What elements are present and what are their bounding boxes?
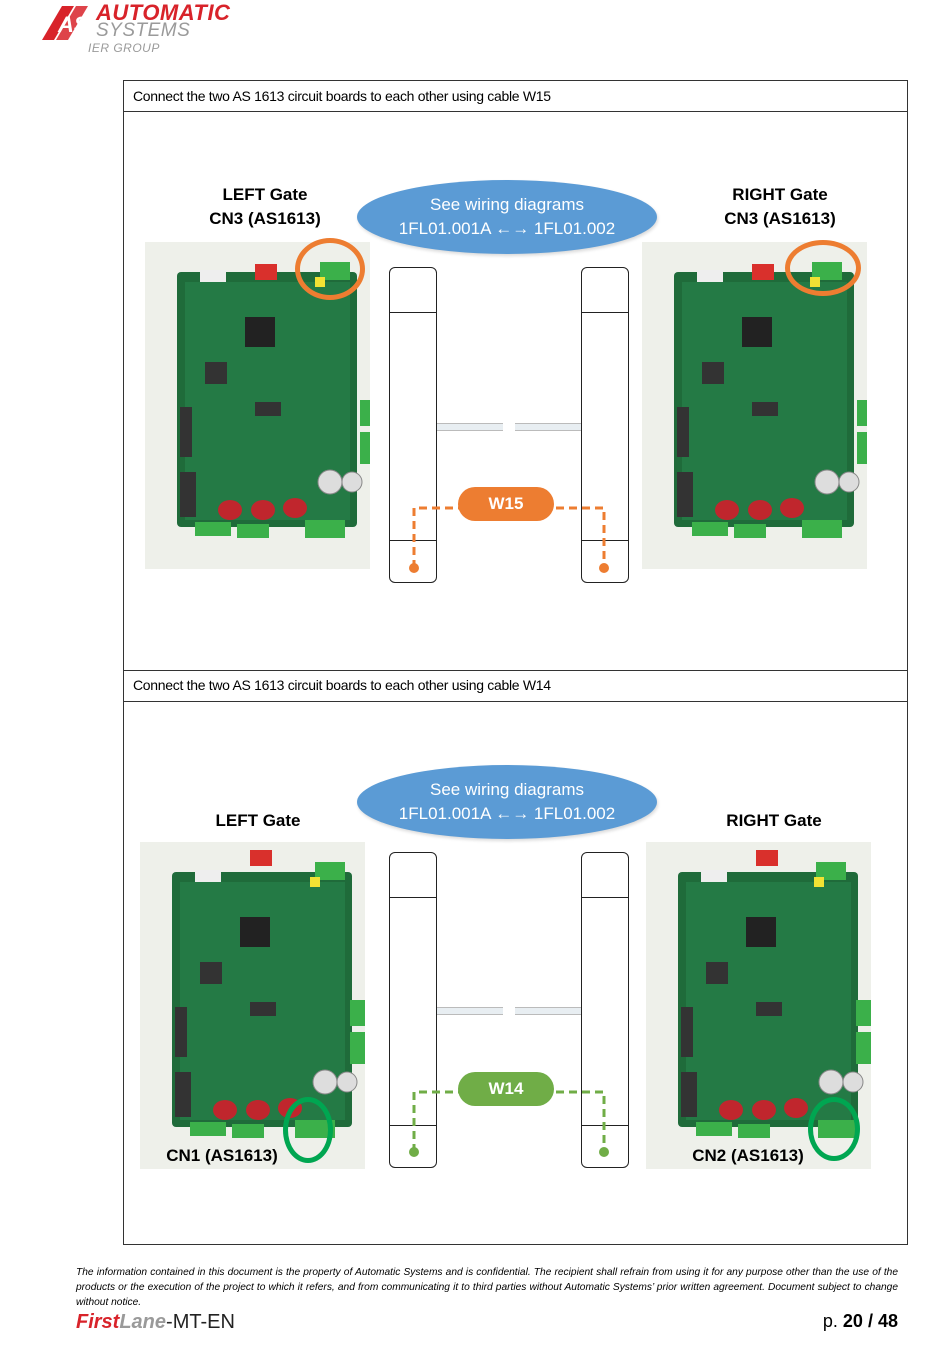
logo-systems-text: SYSTEMS	[96, 20, 191, 41]
s1-wiring-diagram-bubble: See wiring diagrams 1FL01.001A ←→ 1FL01.…	[357, 180, 657, 254]
s2-right-cn2-highlight-circle	[808, 1097, 860, 1161]
bubble-line2: 1FL01.001A ←→ 1FL01.002	[398, 804, 616, 823]
bubble-line2: 1FL01.001A ←→ 1FL01.002	[398, 219, 616, 238]
s2-cable-w14-route	[409, 1090, 609, 1157]
page-total: 48	[877, 1311, 898, 1331]
automatic-systems-logo-mark: AS	[42, 6, 89, 40]
s1-left-connector-label: CN3 (AS1613)	[209, 209, 321, 228]
s1-right-cn3-highlight-circle	[785, 240, 861, 296]
section2-caption: Connect the two AS 1613 circuit boards t…	[133, 677, 551, 693]
s2-right-connector-label: CN2 (AS1613)	[692, 1146, 804, 1165]
s1-right-circuit-board-photo	[642, 242, 877, 569]
s2-left-barrier-flap	[437, 1007, 503, 1015]
logo-mark-text: AS	[57, 12, 89, 37]
s1-cable-w15-route	[409, 506, 609, 573]
bubble-line1: See wiring diagrams	[429, 780, 584, 799]
bubble-line1: See wiring diagrams	[429, 195, 584, 214]
logo-automatic-text: AUTOMATIC	[96, 0, 231, 25]
s2-left-gate-label: LEFT Gate	[215, 811, 301, 830]
s2-left-gate-post	[389, 852, 437, 1168]
logo-group-text: IER GROUP	[88, 41, 160, 55]
instruction-table	[123, 80, 908, 1245]
s1-right-barrier-flap	[515, 423, 581, 431]
doc-suffix: -MT-EN	[166, 1311, 235, 1333]
row-divider	[123, 670, 908, 671]
s2-wiring-diagram-bubble: See wiring diagrams 1FL01.001A ←→ 1FL01.…	[357, 765, 657, 839]
s2-left-cn1-highlight-circle	[283, 1097, 333, 1163]
s2-right-gate-label: RIGHT Gate	[726, 811, 822, 830]
s1-left-gate-label: LEFT Gate	[222, 185, 308, 204]
doc-first: First	[76, 1311, 120, 1333]
page-number: p. 20 / 48	[823, 1311, 898, 1332]
doc-lane: Lane	[119, 1311, 167, 1333]
s1-left-cn3-highlight-circle	[295, 238, 365, 300]
document-reference: FirstLane-MT-EN	[76, 1311, 235, 1334]
page-current: 20	[842, 1311, 863, 1331]
section1-caption: Connect the two AS 1613 circuit boards t…	[133, 88, 551, 104]
confidentiality-disclaimer: The information contained in this docume…	[76, 1267, 898, 1308]
page-prefix: p.	[822, 1311, 838, 1331]
s2-left-connector-label: CN1 (AS1613)	[166, 1146, 278, 1165]
s1-cable-w15-label: W15	[458, 487, 554, 521]
row-divider	[123, 701, 908, 702]
row-divider	[123, 111, 908, 112]
s1-right-connector-label: CN3 (AS1613)	[724, 209, 836, 228]
s2-cable-w14-label: W14	[458, 1072, 554, 1106]
s1-right-gate-label: RIGHT Gate	[732, 185, 828, 204]
s2-right-barrier-flap	[515, 1007, 581, 1015]
page-separator: /	[867, 1311, 873, 1331]
s1-left-gate-post	[389, 267, 437, 583]
s2-left-circuit-board-photo	[140, 842, 370, 1169]
s1-left-barrier-flap	[437, 423, 503, 431]
